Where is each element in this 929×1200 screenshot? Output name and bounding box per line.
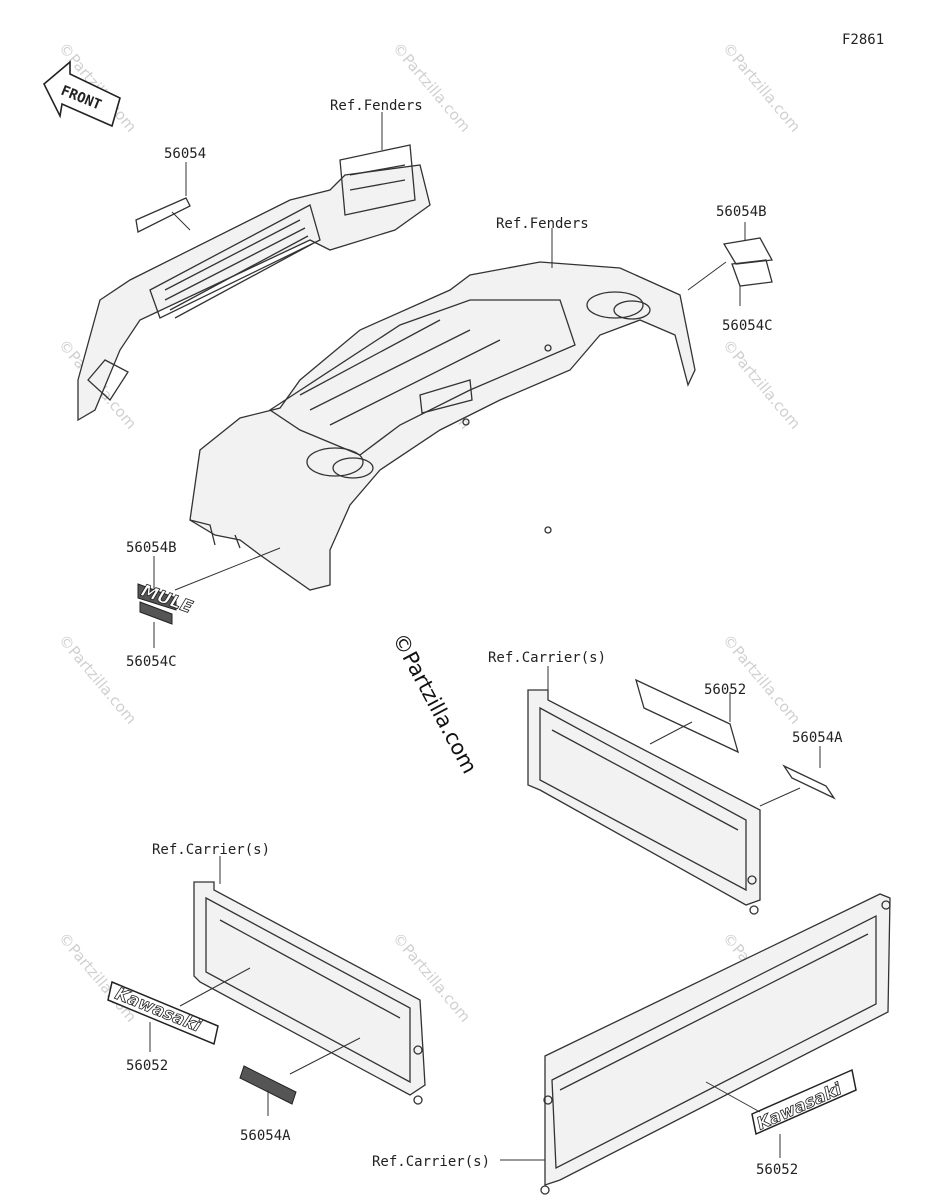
tailgate-right: [527, 689, 761, 915]
decal-56054a-right: [782, 764, 836, 800]
callout-56054c-left: 56054C: [126, 654, 177, 670]
callout-56054a-left: 56054A: [240, 1128, 291, 1144]
kawasaki-decal-right: Kawasaki: [751, 1068, 857, 1136]
callout-56054c-right: 56054C: [722, 318, 773, 334]
front-grille-panel: [77, 144, 431, 422]
center-watermark: ©Partzilla.com: [388, 629, 482, 777]
rear-fender-body: [189, 261, 696, 591]
callouts: 56054 Ref.Fenders Ref.Fenders 56054B 560…: [126, 98, 843, 1178]
callout-56052-bottom: 56052: [756, 1162, 798, 1178]
callout-56054: 56054: [164, 146, 206, 162]
callout-ref-fenders-top: Ref.Fenders: [330, 98, 423, 114]
watermark: ©Partzilla.com: [719, 39, 804, 136]
figure-code: F2861: [842, 32, 884, 48]
callout-ref-fenders-mid: Ref.Fenders: [496, 216, 589, 232]
tailgate-left: [193, 881, 426, 1105]
watermark: ©Partzilla.com: [389, 39, 474, 136]
callout-56054b-left: 56054B: [126, 540, 177, 556]
watermark: ©Partzilla.com: [719, 631, 804, 728]
callout-56054a-mid: 56054A: [792, 730, 843, 746]
watermark-layer: ©Partzilla.com ©Partzilla.com ©Partzilla…: [55, 39, 804, 1026]
watermark: ©Partzilla.com: [55, 631, 140, 728]
callout-56052-left: 56052: [126, 1058, 168, 1074]
front-arrow-icon: FRONT: [43, 60, 121, 128]
mule-decal: MULE: [137, 581, 196, 625]
watermark: ©Partzilla.com: [55, 929, 140, 1026]
callout-56052-mid: 56052: [704, 682, 746, 698]
callout-ref-carrier-left: Ref.Carrier(s): [152, 842, 270, 858]
callout-ref-carrier-mid: Ref.Carrier(s): [488, 650, 606, 666]
leader-lines: [149, 112, 821, 1161]
decal-56054b-56054c-right: [722, 237, 774, 287]
callout-ref-carrier-bottom: Ref.Carrier(s): [372, 1154, 490, 1170]
callout-56054b-right: 56054B: [716, 204, 767, 220]
decal-56054: [135, 197, 191, 233]
decal-56054a-left: [239, 1065, 297, 1105]
decal-56052-right: [634, 678, 740, 754]
bed-side-panel: [540, 893, 891, 1195]
watermark: ©Partzilla.com: [719, 336, 804, 433]
